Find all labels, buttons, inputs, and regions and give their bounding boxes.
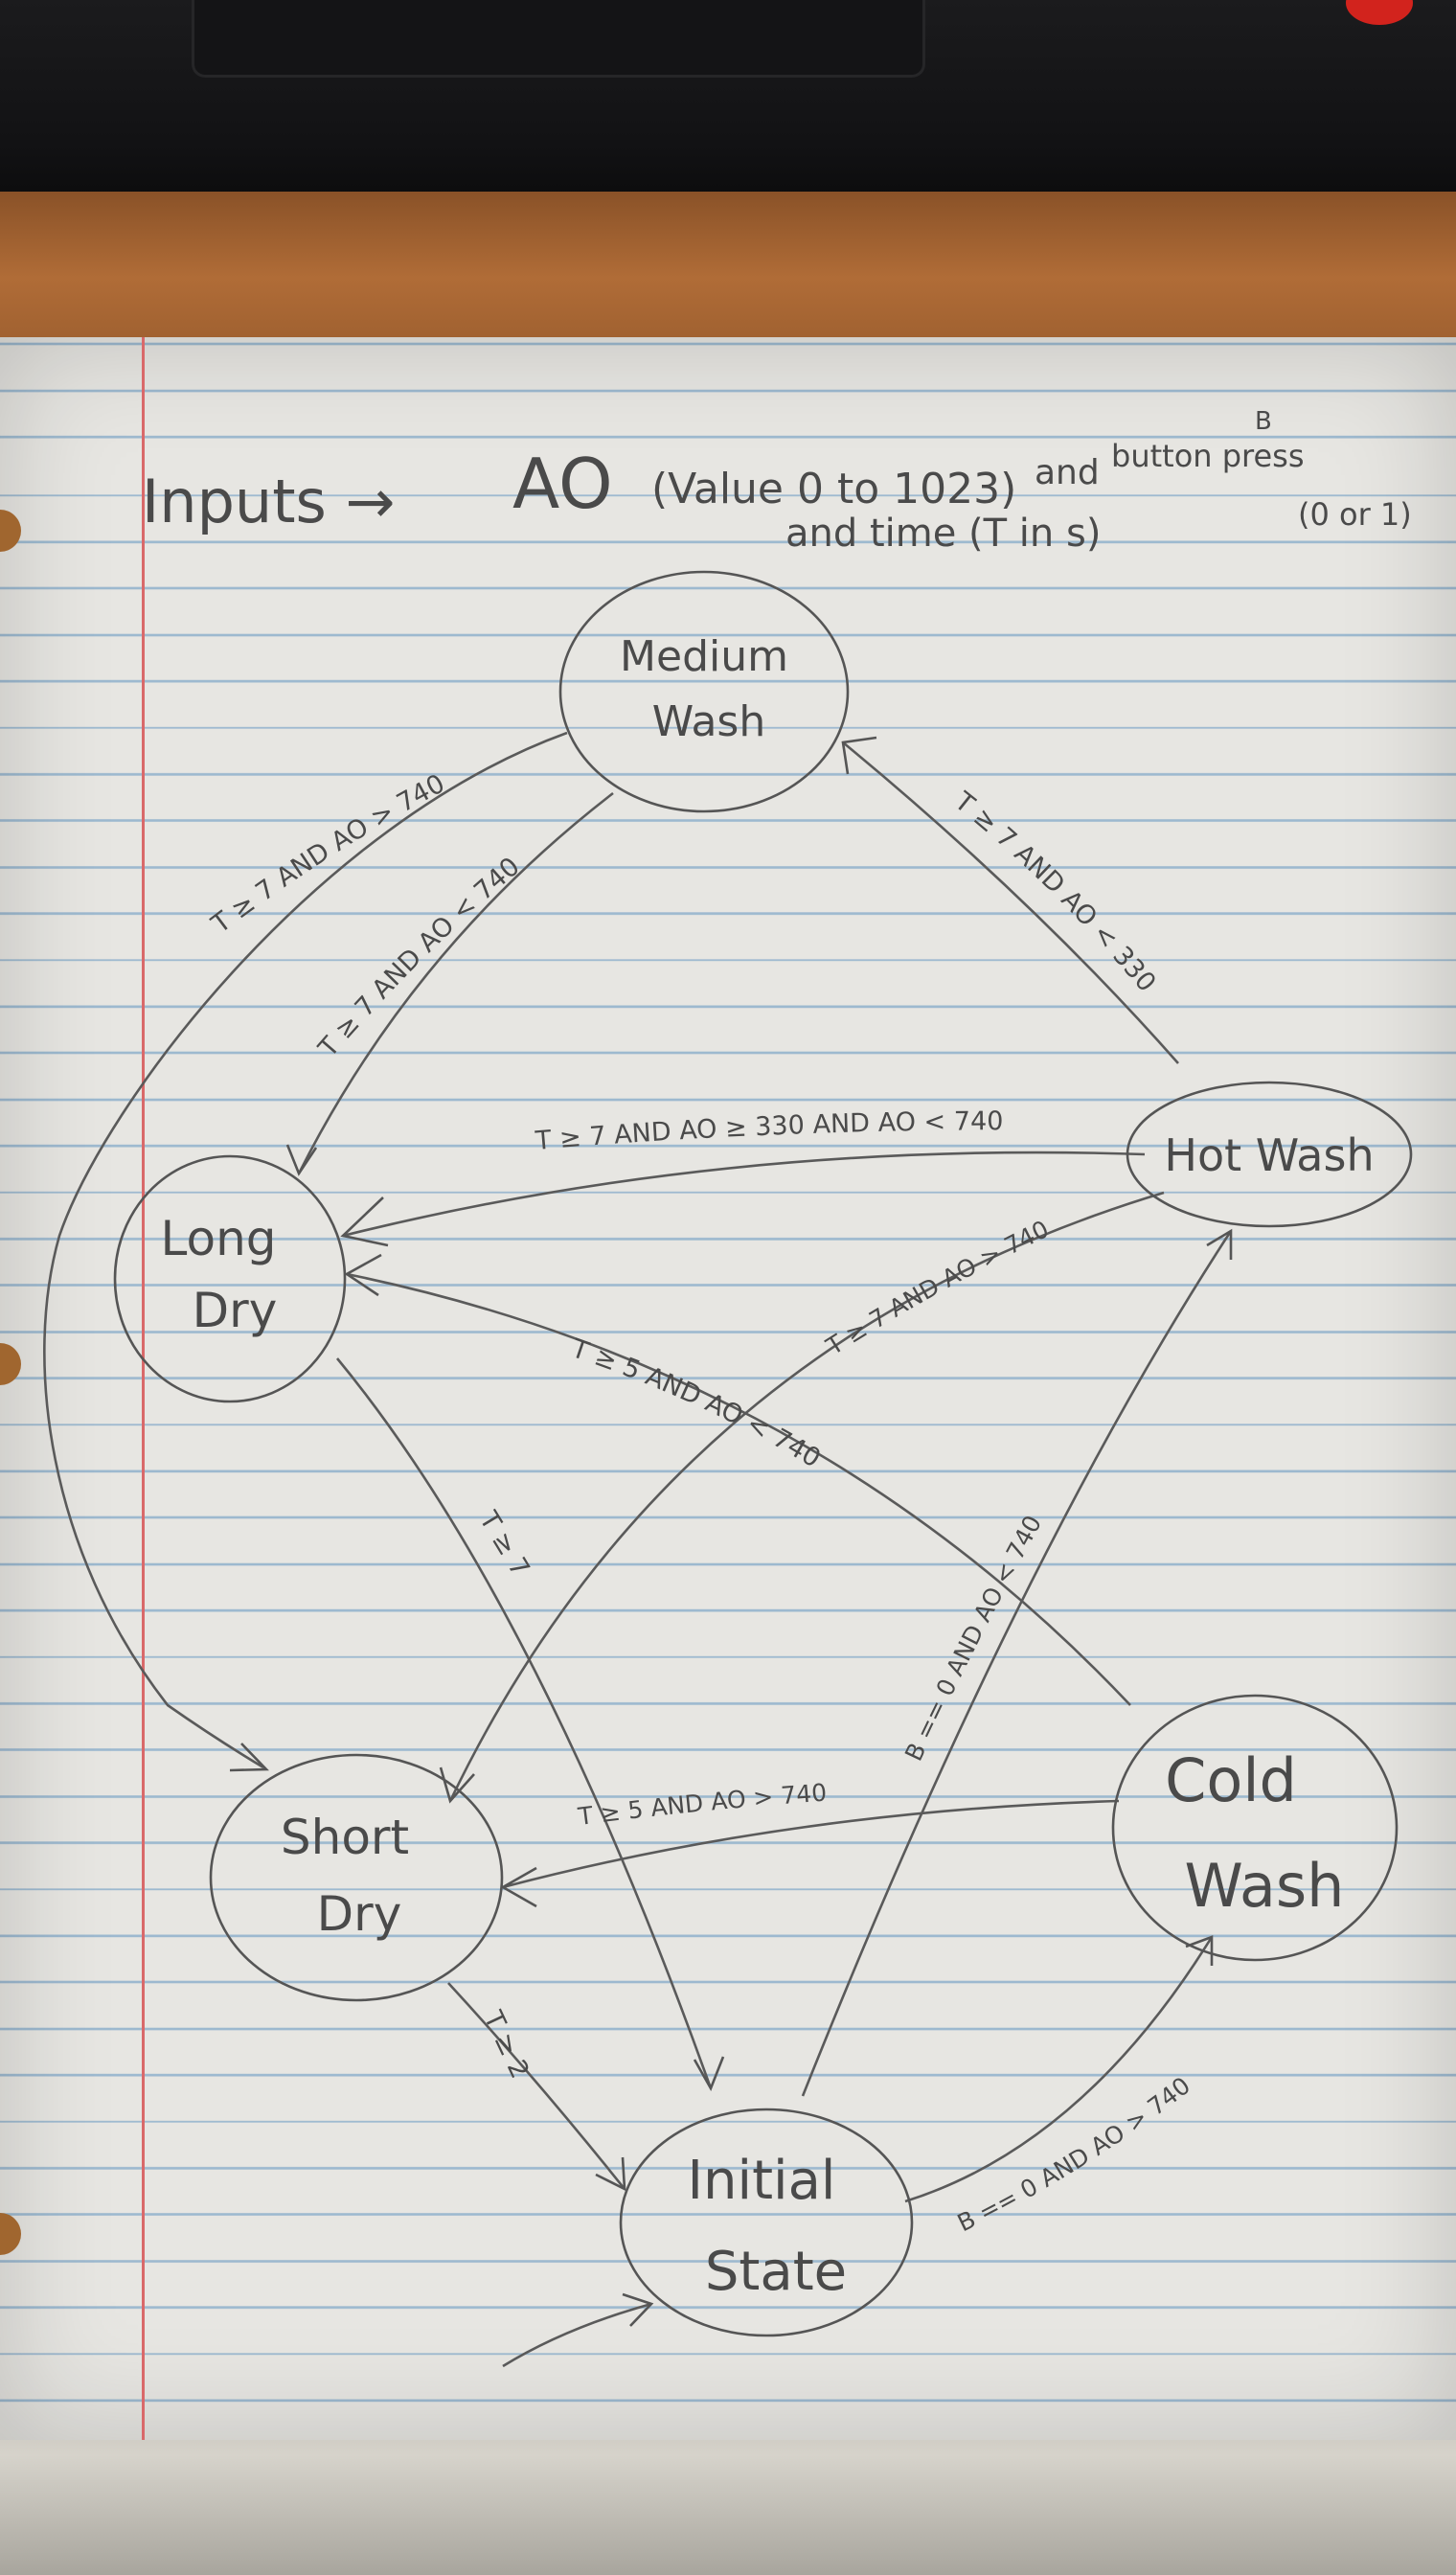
state-initial: Initial State xyxy=(619,2108,914,2337)
inputs-header: Inputs → AO (Value 0 to 1023) and B butt… xyxy=(142,407,1412,556)
arrowhead xyxy=(1206,1228,1233,1260)
notebook-paper xyxy=(0,337,1456,2440)
button-press-label: button press xyxy=(1111,438,1305,474)
edge-hot-to-long xyxy=(342,1151,1146,1238)
state-label: Short xyxy=(281,1810,409,1865)
arrowhead xyxy=(500,1866,537,1908)
arrowhead xyxy=(1185,1935,1214,1966)
edge-initial-to-cold xyxy=(904,1936,1214,2203)
edge-cold-to-short xyxy=(502,1799,1120,1889)
edge-short-to-initial xyxy=(447,1982,626,2190)
arrowhead xyxy=(622,2292,654,2327)
node-circle xyxy=(619,2108,914,2337)
trackpad xyxy=(192,0,925,78)
state-label: State xyxy=(705,2241,847,2303)
label-cold-to-long: T ≥ 5 AND AO < 740 xyxy=(567,1333,826,1474)
transition-edges xyxy=(43,731,1233,2368)
start-arrow xyxy=(502,2302,652,2368)
label-cold-to-short: T ≥ 5 AND AO > 740 xyxy=(576,1779,828,1831)
label-short-to-initial: T ≥ 2 xyxy=(477,2006,535,2084)
label-initial-to-hot: B == 0 AND AO < 740 xyxy=(899,1511,1047,1766)
state-label: Dry xyxy=(193,1283,278,1338)
arrowhead xyxy=(595,2156,626,2192)
wooden-desk xyxy=(0,192,1456,364)
edge-medium-to-short xyxy=(43,731,568,1769)
state-label: Cold xyxy=(1165,1745,1297,1815)
punch-hole xyxy=(0,1343,21,1385)
label-hot-to-medium: T ≥ 7 AND AO < 330 xyxy=(948,786,1162,998)
label-hot-to-short: T ≥ 7 AND AO > 740 xyxy=(821,1215,1054,1360)
state-long-dry: Long Dry xyxy=(113,1154,347,1403)
button-range-label: (0 or 1) xyxy=(1298,496,1412,533)
inputs-label: Inputs → xyxy=(142,467,396,536)
b-label: B xyxy=(1255,407,1272,436)
arrowhead xyxy=(344,1253,382,1297)
transition-labels: T ≥ 7 AND AO > 740 T ≥ 7 AND AO < 740 T … xyxy=(206,768,1195,2237)
arrowhead xyxy=(229,1743,269,1772)
punch-hole xyxy=(0,2213,21,2255)
state-short-dry: Short Dry xyxy=(209,1753,504,2002)
time-label: and time (T in s) xyxy=(785,512,1101,556)
state-label: Dry xyxy=(317,1886,402,1942)
label-medium-to-long: T ≥ 7 AND AO < 740 xyxy=(312,852,525,1063)
state-label: Initial xyxy=(688,2150,836,2212)
arrowhead xyxy=(693,2056,725,2092)
state-label: Medium xyxy=(620,632,788,681)
state-label: Wash xyxy=(1185,1851,1345,1921)
and-label: and xyxy=(1035,453,1100,492)
state-label: Wash xyxy=(652,697,765,746)
node-circle xyxy=(113,1154,347,1403)
edge-medium-to-long xyxy=(297,791,614,1174)
edge-long-to-initial xyxy=(335,1357,713,2089)
state-label: Hot Wash xyxy=(1164,1129,1374,1181)
state-medium-wash: Medium Wash xyxy=(558,570,850,813)
ao-label: AO xyxy=(512,444,613,524)
state-cold-wash: Cold Wash xyxy=(1111,1694,1399,1962)
arrowhead xyxy=(285,1144,318,1176)
label-initial-to-cold: B == 0 AND AO > 740 xyxy=(953,2071,1195,2237)
state-hot-wash: Hot Wash xyxy=(1126,1081,1413,1228)
edge-cold-to-long xyxy=(346,1272,1131,1706)
node-circle xyxy=(1126,1081,1413,1228)
state-label: Long xyxy=(161,1211,277,1266)
punch-hole xyxy=(0,510,21,552)
node-circle xyxy=(558,570,850,813)
arrowhead xyxy=(841,736,877,775)
laptop-edge xyxy=(0,0,1456,206)
node-circle xyxy=(1111,1694,1399,1962)
label-medium-to-short: T ≥ 7 AND AO > 740 xyxy=(206,768,450,940)
node-circle xyxy=(209,1753,504,2002)
edge-hot-to-short xyxy=(448,1191,1165,1802)
margin-line xyxy=(142,337,145,2440)
arrowhead xyxy=(340,1196,389,1247)
label-hot-to-long: T ≥ 7 AND AO ≥ 330 AND AO < 740 xyxy=(534,1106,1004,1156)
ao-range: (Value 0 to 1023) xyxy=(651,465,1016,513)
edge-initial-to-hot xyxy=(801,1230,1233,2097)
edge-hot-to-medium xyxy=(842,741,1179,1064)
